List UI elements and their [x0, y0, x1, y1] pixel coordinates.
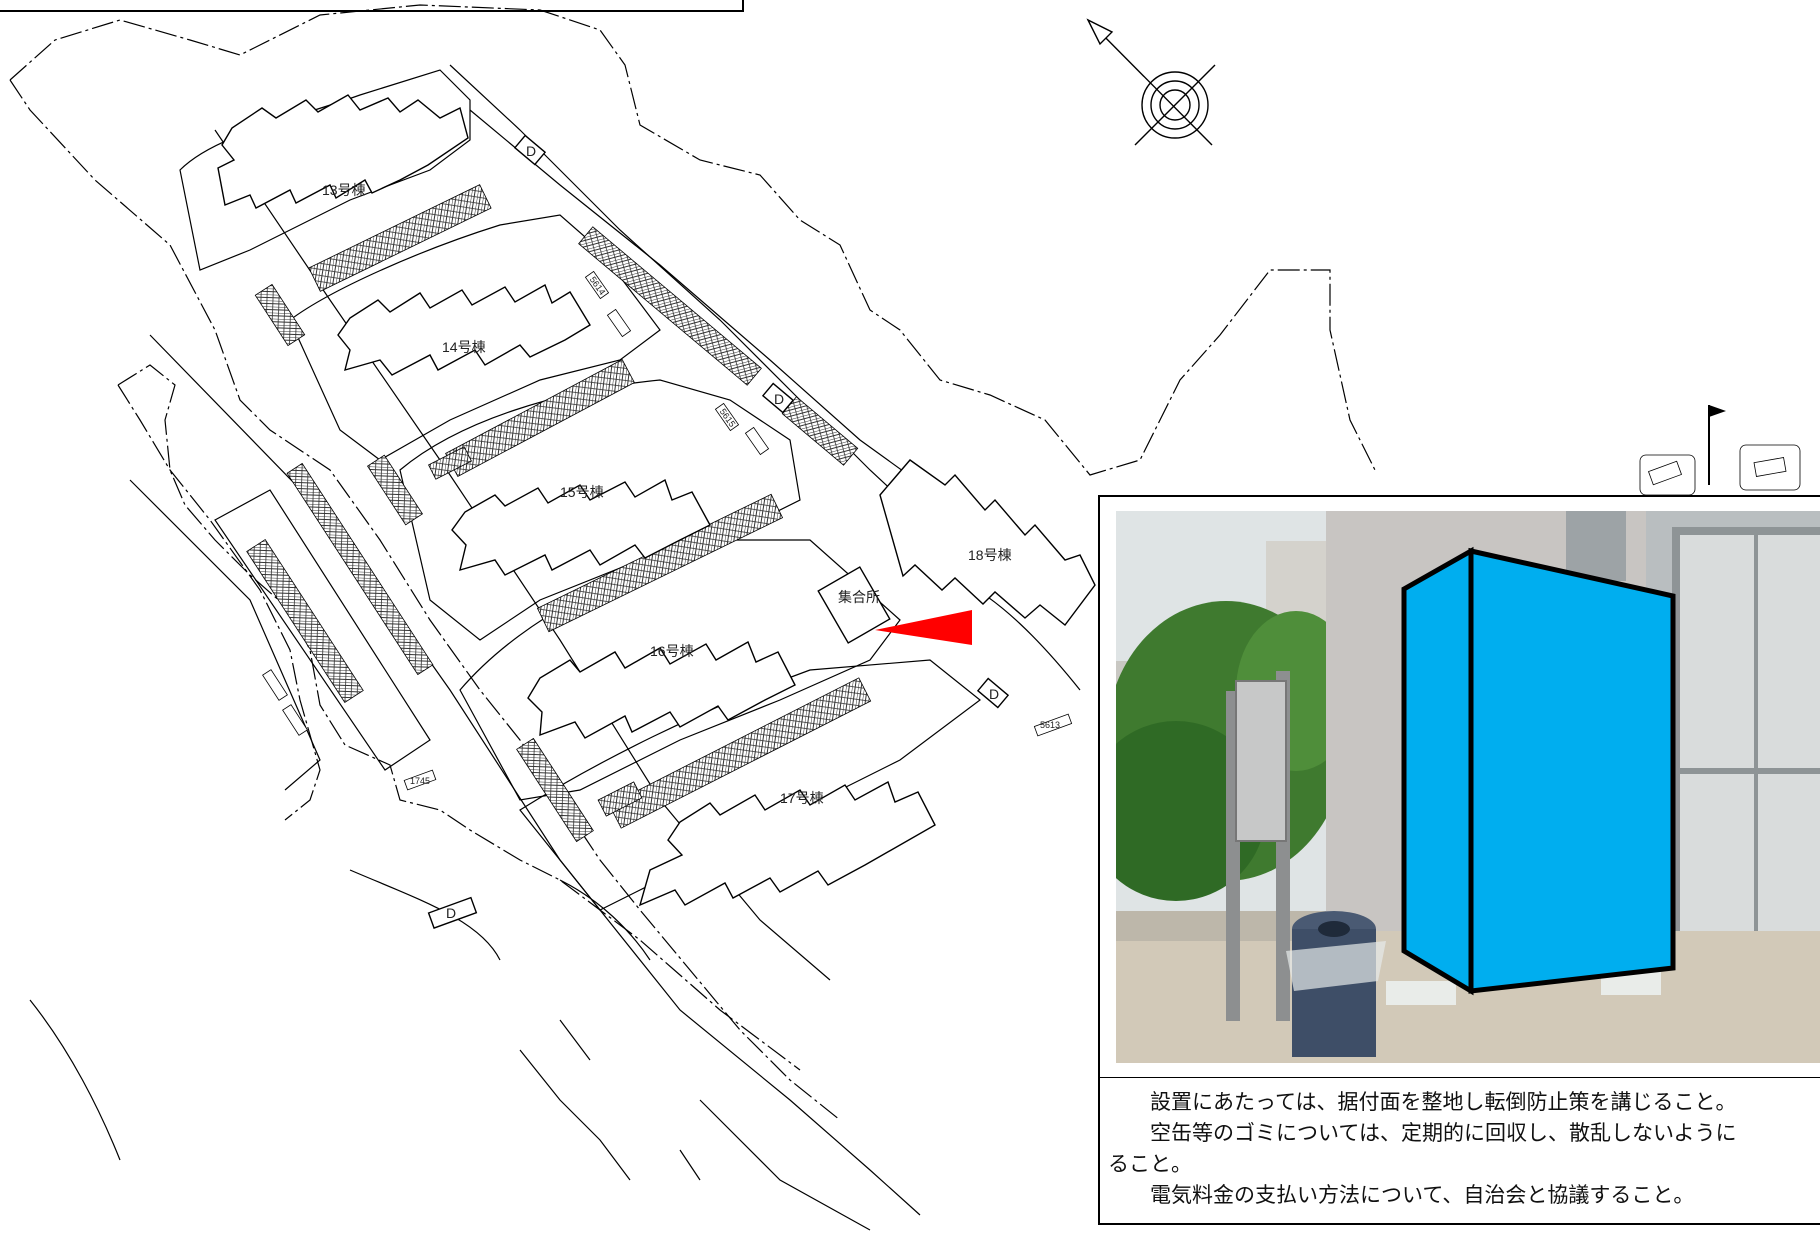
slot-tag-3 [714, 402, 740, 432]
slot-code-2: 5613 [1040, 720, 1060, 730]
south-path [699, 1099, 871, 1231]
view-direction-marker [875, 610, 972, 645]
dust-station-2-label: D [774, 391, 784, 407]
building-15 [451, 478, 711, 576]
south-path-stub [679, 1149, 701, 1181]
slot-tag-7 [262, 669, 288, 701]
assembly-hall-label: 集合所 [838, 589, 880, 605]
slot-code-1: 1745 [410, 776, 430, 786]
dust-station-4-label: D [446, 905, 456, 921]
west-lot-edge [129, 479, 321, 791]
parking-strip-f [781, 396, 859, 466]
north-arrow-icon [1086, 18, 1216, 146]
building-16-label: 16号棟 [650, 643, 694, 659]
dust-station-3 [976, 677, 1010, 709]
building-14-label: 14号棟 [442, 339, 486, 355]
caption-line-2: 空缶等のゴミについては、定期的に回収し、散乱しないように [1150, 1121, 1737, 1145]
parking-strip-h [286, 462, 434, 676]
title-box [0, 0, 744, 12]
parking-strip-i [254, 283, 306, 347]
flag-icon [1708, 405, 1726, 485]
south-road-edge [559, 879, 651, 961]
parking-strip-b [445, 359, 635, 477]
site-boundary-southwest [117, 364, 801, 1071]
site-boundary-west [9, 79, 841, 1121]
building-18-label: 18号棟 [968, 547, 1012, 563]
building-17 [638, 780, 936, 907]
caption-line-3: ること。 [1108, 1152, 1192, 1176]
main-road-east [214, 129, 831, 981]
caption-divider [1100, 1077, 1820, 1078]
building-14 [337, 283, 591, 376]
site-boundary-south [117, 384, 321, 821]
parking-strip-k [516, 737, 594, 843]
site-boundary [9, 4, 1376, 476]
site-photo [1116, 511, 1820, 1063]
building-13-label: 13号棟 [322, 182, 366, 198]
dust-station-2 [761, 382, 795, 414]
parking-icons-top-right [1639, 444, 1801, 496]
dust-station-3-label: D [989, 686, 999, 702]
parking-strip-e [578, 226, 762, 386]
building-17-label: 17号棟 [780, 790, 824, 806]
parking-strip-m [428, 446, 472, 480]
slot-tag-2 [606, 308, 632, 338]
south-road-curve [349, 869, 501, 961]
slot-tag-1 [584, 270, 610, 300]
dust-station-1-label: D [526, 143, 536, 159]
caption-line-4: 電気料金の支払い方法について、自治会と協議すること。 [1150, 1183, 1695, 1207]
southwest-path [519, 1049, 631, 1181]
parking-strip-j [366, 454, 424, 526]
parking-strip-l [597, 781, 643, 817]
building-15-label: 15号棟 [560, 484, 604, 500]
assembly-hall [817, 566, 891, 644]
slot-tag-8 [282, 704, 308, 736]
bottom-road-curve [29, 999, 121, 1161]
dust-station-1 [513, 134, 547, 166]
photo-panel: 設置にあたっては、据付面を整地し転倒防止策を講じること。 空缶等のゴミについては… [1098, 495, 1820, 1225]
vending-machine-outline [1401, 546, 1676, 996]
southwest-path-stub [559, 1019, 591, 1061]
caption-line-1: 設置にあたっては、据付面を整地し転倒防止策を講じること。 [1150, 1090, 1737, 1114]
parking-strip-d [608, 677, 872, 829]
building-18 [879, 459, 1096, 626]
block-14-outline [289, 214, 661, 461]
parking-strip-g [246, 538, 364, 704]
slot-tag-5 [1033, 713, 1073, 737]
slot-tag-6 [403, 769, 437, 791]
dust-station-4 [427, 896, 478, 929]
west-parking-lot [214, 489, 431, 771]
parking-strip-a [308, 184, 492, 292]
caption: 設置にあたっては、据付面を整地し転倒防止策を講じること。 空缶等のゴミについては… [1108, 1087, 1820, 1211]
building-16 [527, 640, 796, 739]
building-13 [217, 94, 469, 209]
slot-tag-4 [744, 426, 770, 456]
